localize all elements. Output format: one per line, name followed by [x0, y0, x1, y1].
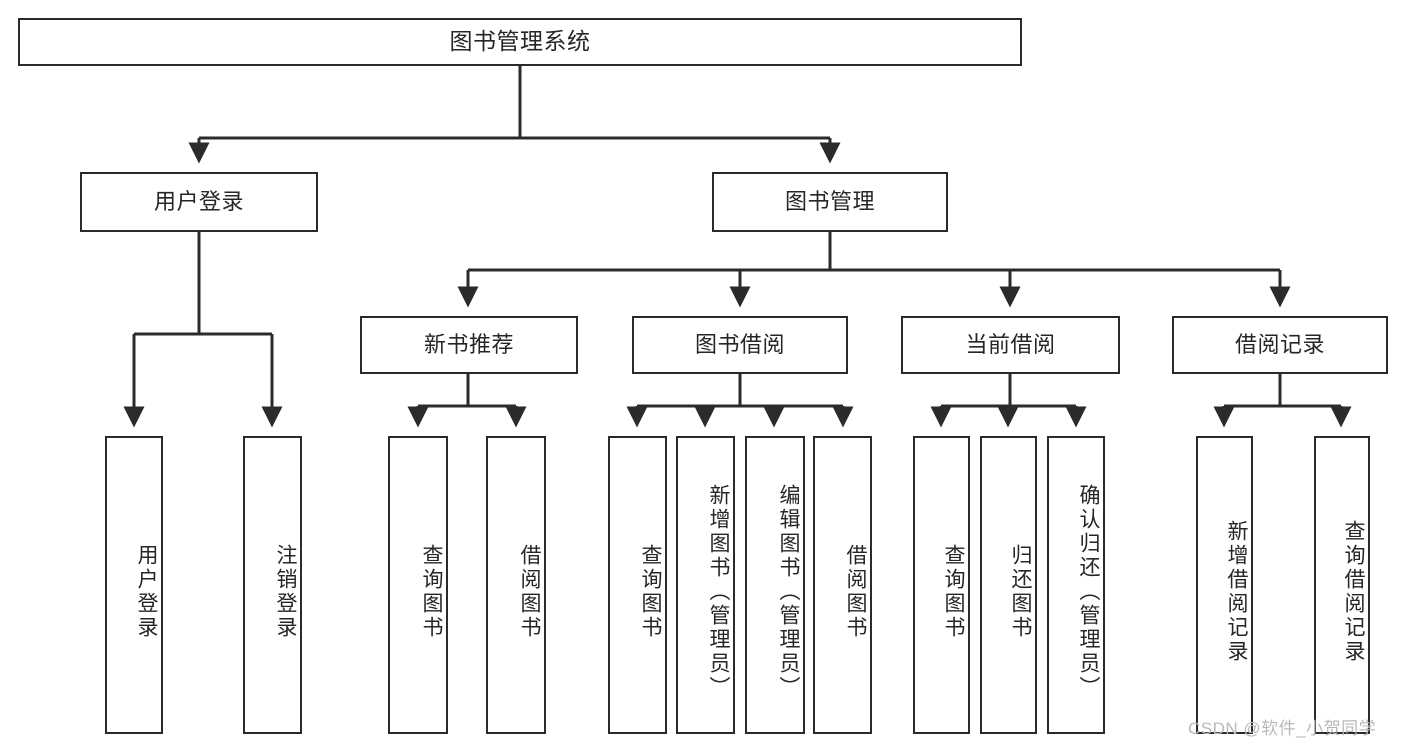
- node-label: 确认归还（管理员）: [1077, 484, 1100, 700]
- node-label: 编辑图书（管理员）: [777, 484, 800, 700]
- leaf-record-add-record[interactable]: 新增借阅记录: [1196, 436, 1253, 734]
- node-new-book-recommend[interactable]: 新书推荐: [360, 316, 578, 374]
- leaf-user-login-logout[interactable]: 注销登录: [243, 436, 302, 734]
- node-label: 用户登录: [135, 544, 158, 640]
- watermark: CSDN @软件_小贺同学: [1188, 719, 1377, 738]
- leaf-borrow-edit-book-admin[interactable]: 编辑图书（管理员）: [745, 436, 805, 734]
- node-label: 查询图书: [420, 544, 443, 640]
- leaf-record-query-record[interactable]: 查询借阅记录: [1314, 436, 1370, 734]
- node-label: 图书借阅: [694, 331, 785, 357]
- node-label: 图书管理系统: [449, 28, 591, 55]
- leaf-recommend-borrow-book[interactable]: 借阅图书: [486, 436, 546, 734]
- node-borrow-record[interactable]: 借阅记录: [1172, 316, 1388, 374]
- leaf-recommend-query-book[interactable]: 查询图书: [388, 436, 448, 734]
- node-label: 借阅图书: [844, 544, 867, 640]
- node-label: 用户登录: [153, 188, 244, 214]
- node-label: 新书推荐: [423, 331, 514, 357]
- node-label: 当前借阅: [965, 331, 1056, 357]
- node-current-borrow[interactable]: 当前借阅: [901, 316, 1120, 374]
- node-label: 借阅记录: [1234, 331, 1325, 357]
- node-label: 新增图书（管理员）: [707, 484, 730, 700]
- node-book-borrow[interactable]: 图书借阅: [632, 316, 848, 374]
- leaf-current-confirm-return-admin[interactable]: 确认归还（管理员）: [1047, 436, 1105, 734]
- node-label: 查询借阅记录: [1342, 520, 1365, 664]
- leaf-borrow-query-book[interactable]: 查询图书: [608, 436, 667, 734]
- leaf-current-return-book[interactable]: 归还图书: [980, 436, 1037, 734]
- node-label: 新增借阅记录: [1225, 520, 1248, 664]
- node-book-management[interactable]: 图书管理: [712, 172, 948, 232]
- leaf-current-query-book[interactable]: 查询图书: [913, 436, 970, 734]
- node-label: 图书管理: [784, 188, 875, 214]
- node-user-login[interactable]: 用户登录: [80, 172, 318, 232]
- leaf-borrow-add-book-admin[interactable]: 新增图书（管理员）: [676, 436, 735, 734]
- node-label: 借阅图书: [518, 544, 541, 640]
- leaf-user-login-login[interactable]: 用户登录: [105, 436, 163, 734]
- node-label: 注销登录: [274, 544, 297, 640]
- node-label: 查询图书: [942, 544, 965, 640]
- leaf-borrow-borrow-book[interactable]: 借阅图书: [813, 436, 872, 734]
- node-root-system[interactable]: 图书管理系统: [18, 18, 1022, 66]
- node-label: 归还图书: [1009, 544, 1032, 640]
- node-label: 查询图书: [639, 544, 662, 640]
